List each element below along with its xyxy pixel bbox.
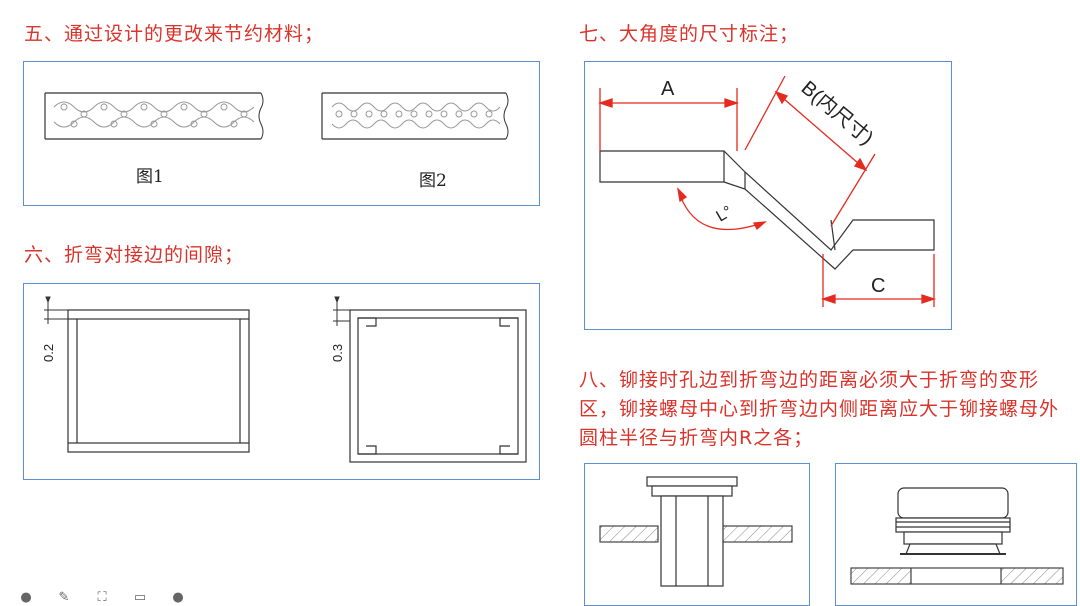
dimension-c-label: C (871, 275, 885, 297)
rivet-nut-panel-right (835, 463, 1077, 606)
bend-gap-panel: 0.2 0.3 (23, 283, 540, 480)
dimension-b-label: B(内尺寸) (797, 76, 878, 149)
angle-arc (677, 187, 767, 231)
strip-figure-2 (321, 92, 509, 140)
gap-label-0-3: 0.3 (330, 344, 345, 362)
dimension-b (744, 75, 876, 227)
figure-1-caption: 图1 (136, 167, 164, 187)
dimension-a-label: A (661, 78, 675, 100)
section-7-heading: 七、大角度的尺寸标注； (579, 23, 800, 45)
box-gap-0-2 (67, 309, 250, 453)
dimension-c (820, 254, 937, 307)
gap-label-0-2: 0.2 (41, 344, 56, 362)
section-8-heading: 八、铆接时孔边到折弯边的距离必须大于折弯的变形区，铆接螺母中心到折弯边内侧距离应… (579, 369, 1060, 449)
sheet-section-right (850, 567, 1064, 585)
sheet-section-left (599, 525, 793, 543)
window-icon[interactable]: ▭ (133, 590, 147, 605)
section-5-heading: 五、通过设计的更改来节约材料； (24, 23, 325, 45)
circle-icon[interactable]: ● (172, 590, 184, 605)
rivet-nut-panel-left (584, 463, 810, 606)
rivet-nut-right (895, 487, 1011, 555)
gap-dimension-0-3 (333, 296, 350, 326)
material-saving-panel: 图1 图2 (23, 61, 540, 206)
frame-icon[interactable]: ⛶ (97, 590, 107, 605)
dimension-a (597, 88, 740, 151)
bent-sheet-part (599, 150, 935, 270)
figure-2-caption: 图2 (419, 171, 447, 191)
circle-icon[interactable]: ● (20, 590, 32, 605)
angle-label: L° (714, 203, 736, 225)
strip-figure-1 (44, 92, 264, 140)
section-6-heading: 六、折弯对接边的间隙； (24, 244, 245, 266)
bottom-toolbar: ● ✎ ⛶ ▭ ● (18, 590, 186, 606)
large-angle-dimension-panel: A B(内尺寸) L° C (584, 61, 952, 330)
gap-dimension-0-2 (44, 296, 68, 324)
rivet-nut-left (646, 476, 738, 587)
pen-icon[interactable]: ✎ (58, 590, 70, 605)
box-gap-0-3 (349, 309, 527, 463)
